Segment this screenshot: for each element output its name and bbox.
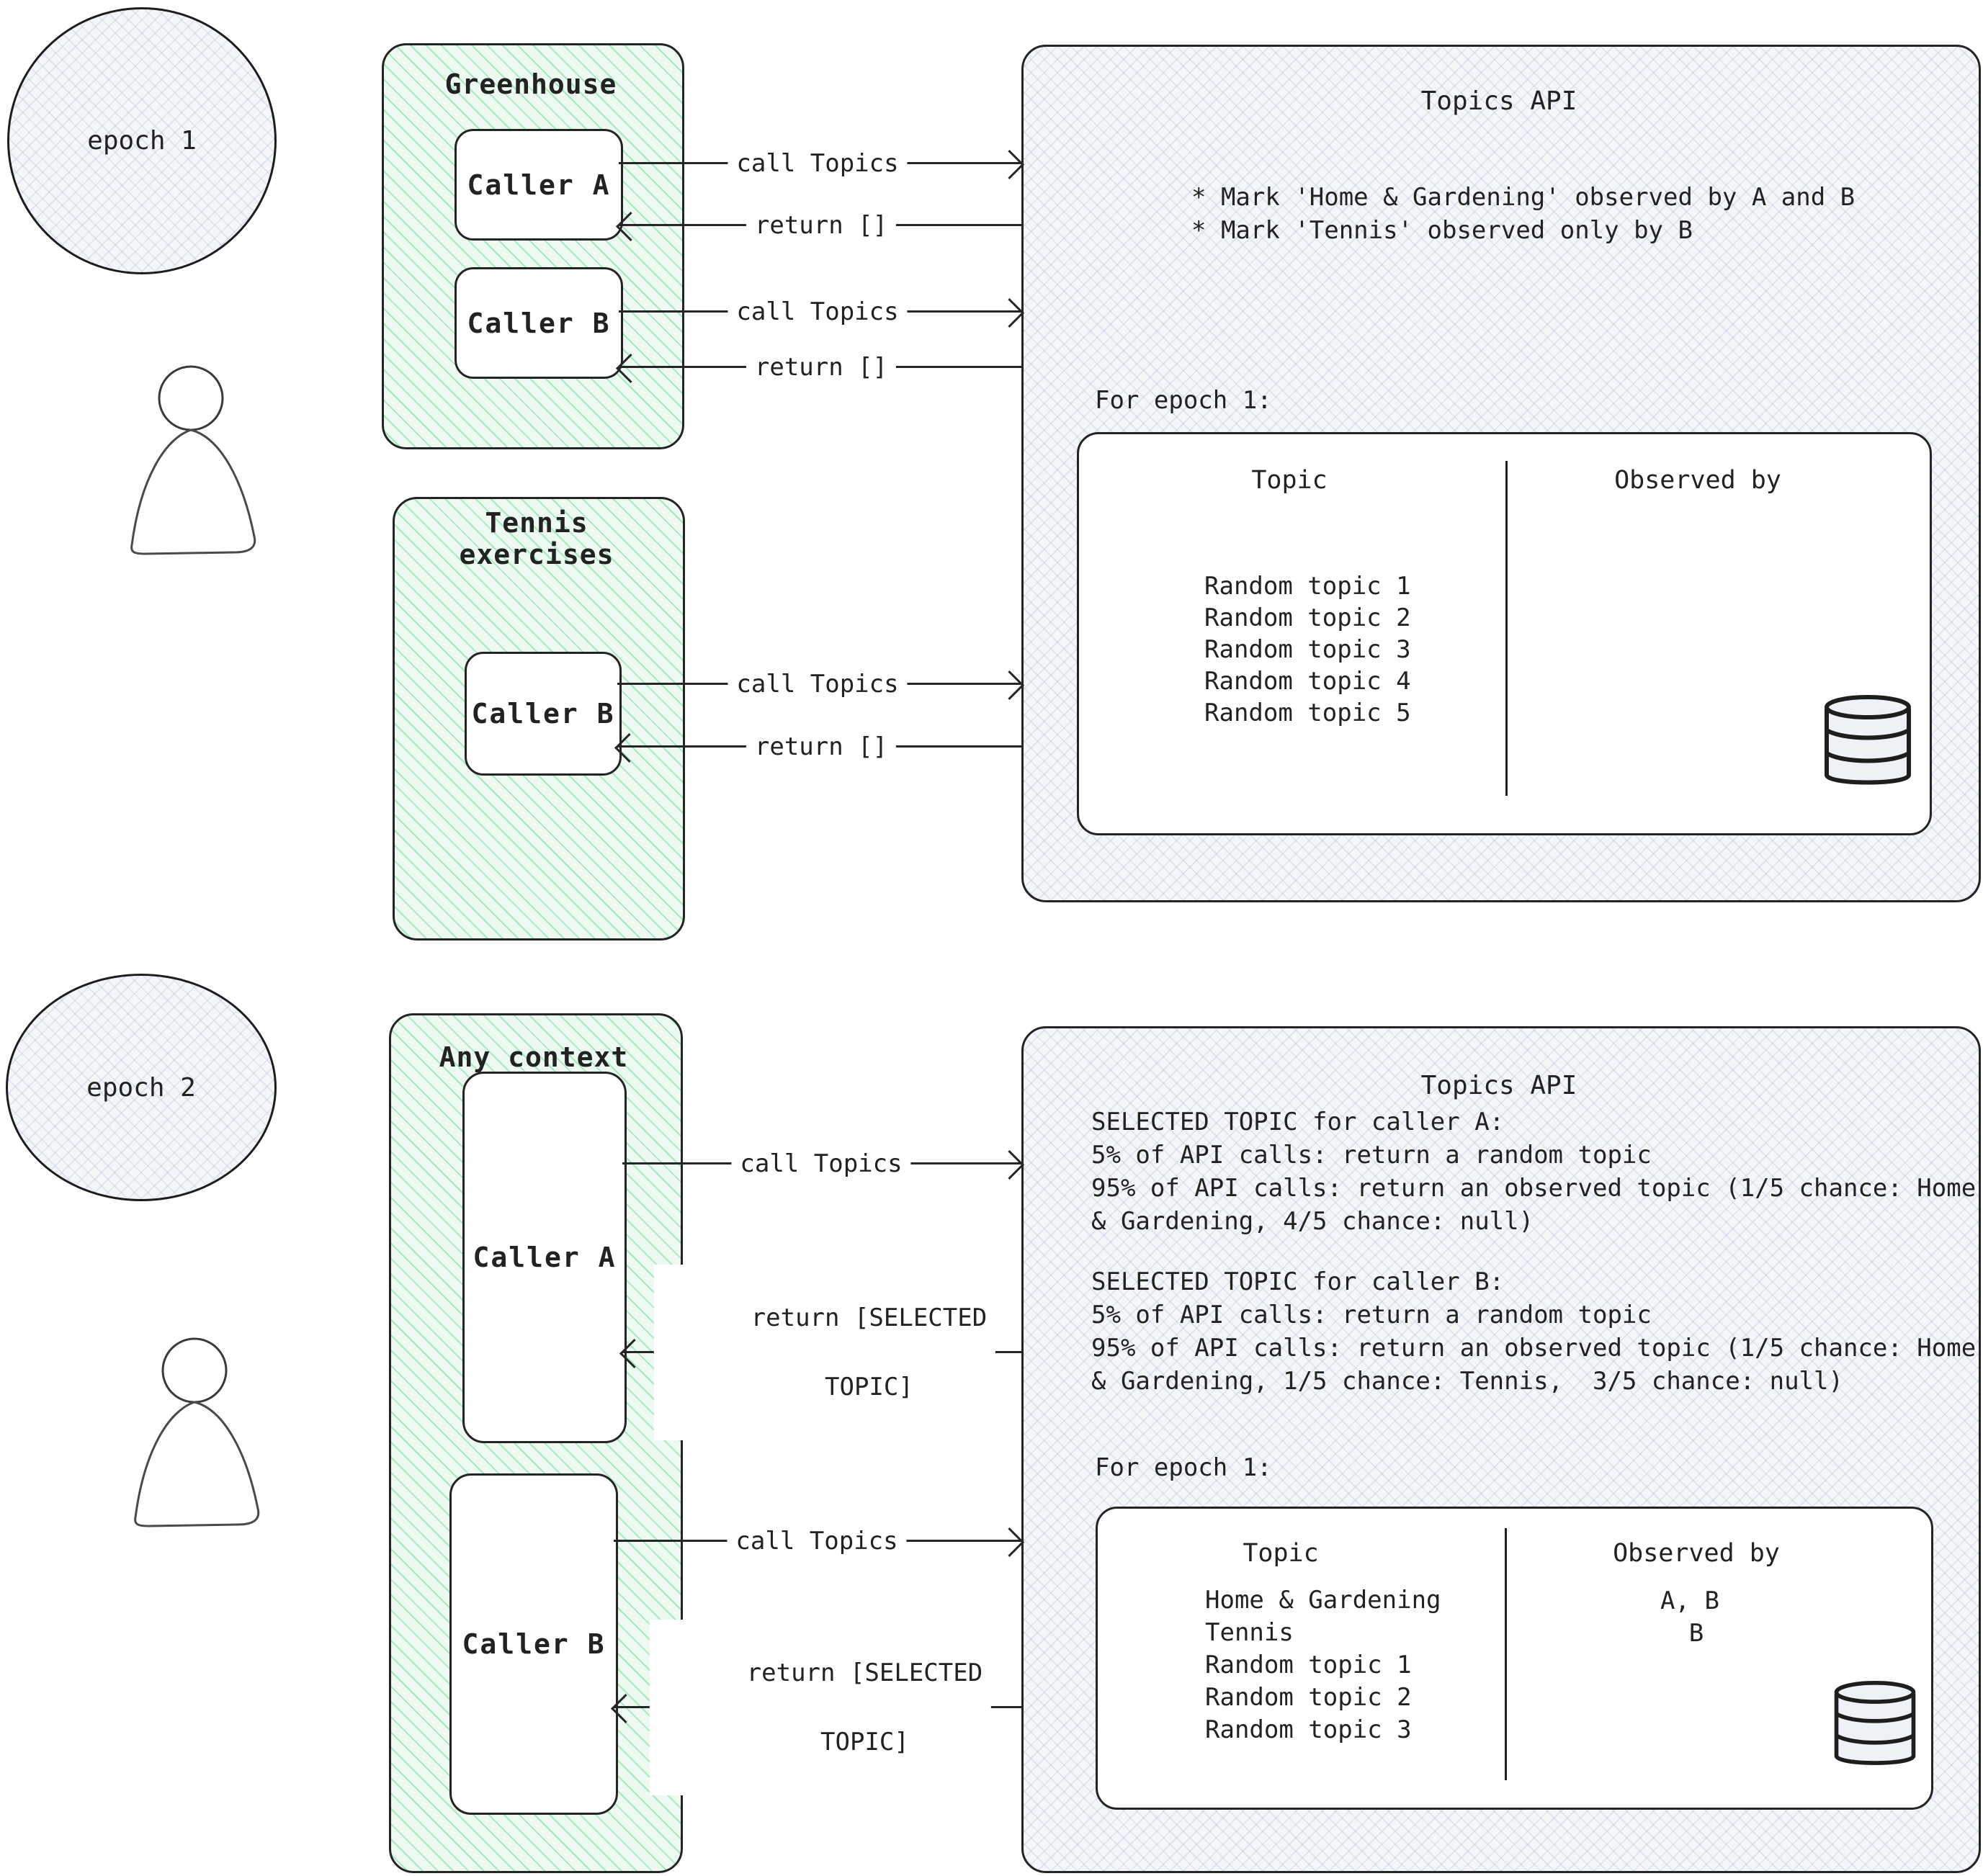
caller-a-label: Caller A (473, 1242, 617, 1273)
table-row: Random topic 2 (1204, 603, 1411, 632)
table-row: Random topic 1 (1204, 572, 1411, 601)
api-note-line: * Mark 'Tennis' observed only by B (1191, 216, 1693, 245)
arrow-label-line: TOPIC] (820, 1728, 909, 1756)
arrow-label: call Topics (731, 1145, 911, 1182)
arrow-return-b1: return [] (615, 349, 1021, 386)
api-selection-rules-b: SELECTED TOPIC for caller B: 5% of API c… (1091, 1265, 1976, 1398)
table-row: Random topic 4 (1204, 667, 1411, 696)
arrow-label: call Topics (728, 293, 908, 331)
greenhouse-title: Greenhouse (444, 68, 617, 100)
arrow-label: return [] (746, 207, 897, 244)
person-icon (122, 1336, 274, 1534)
epoch-heading-2: For epoch 1: (1095, 1453, 1272, 1482)
api-rule-line: & Gardening, 4/5 chance: null) (1091, 1207, 1534, 1236)
table-divider-1 (1505, 461, 1508, 796)
table-row: Random topic 2 (1205, 1683, 1412, 1712)
observed-value: B (1688, 1618, 1704, 1648)
arrow-label-line: TOPIC] (825, 1373, 913, 1401)
arrow-label-line: return [SELECTED (746, 1659, 983, 1687)
arrowhead-left-icon (610, 1693, 641, 1724)
arrow-return-selected-b: return [SELECTED TOPIC] (610, 1620, 1021, 1795)
arrow-label: return [SELECTED TOPIC] (649, 1620, 992, 1795)
person-icon (119, 364, 270, 562)
table-row: Tennis (1205, 1618, 1294, 1647)
arrowhead-right-icon (994, 1527, 1025, 1558)
tennis-exercises-title: Tennis exercises (460, 507, 614, 570)
arrow-return-a1: return [] (615, 207, 1021, 244)
epoch-2-circle: epoch 2 (6, 974, 277, 1201)
api-rule-line: 5% of API calls: return a random topic (1091, 1301, 1652, 1329)
arrowhead-right-icon (994, 149, 1025, 180)
any-context-title: Any context (439, 1041, 629, 1073)
arrowhead-left-icon (619, 1338, 650, 1369)
arrow-label: call Topics (728, 145, 908, 182)
caller-b-label: Caller B (467, 307, 611, 339)
api-rule-line: & Gardening, 1/5 chance: Tennis, 3/5 cha… (1091, 1367, 1843, 1396)
caller-b-tennis-box: Caller B (465, 652, 622, 776)
caller-a-label: Caller A (467, 169, 611, 201)
arrowhead-right-icon (994, 670, 1025, 701)
arrow-label: return [SELECTED TOPIC] (653, 1265, 996, 1440)
caller-a-box: Caller A (455, 129, 623, 241)
api-rule-line: SELECTED TOPIC for caller A: (1091, 1108, 1505, 1136)
arrow-call-topics-tennis: call Topics (617, 665, 1025, 703)
table-row: Random topic 3 (1204, 635, 1411, 664)
arrowhead-left-icon (615, 211, 646, 242)
arrow-return-tennis: return [] (614, 728, 1021, 766)
arrowhead-left-icon (614, 732, 645, 763)
arrow-label: return [] (746, 728, 897, 766)
table-observed-header-1: Observed by (1614, 466, 1781, 495)
api-rule-line: 95% of API calls: return an observed top… (1091, 1334, 1977, 1363)
arrow-label: call Topics (728, 665, 908, 703)
epoch-2-label: epoch 2 (86, 1072, 196, 1103)
api-rule-line: SELECTED TOPIC for caller B: (1091, 1267, 1505, 1296)
table-row: Random topic 5 (1204, 699, 1411, 727)
topics-api-title-2: Topics API (1420, 1070, 1577, 1100)
caller-b-box-2: Caller B (449, 1473, 618, 1815)
arrow-return-selected-a: return [SELECTED TOPIC] (619, 1265, 1021, 1440)
api-selection-rules-a: SELECTED TOPIC for caller A: 5% of API c… (1091, 1105, 1976, 1238)
api-notes-1: * Mark 'Home & Gardening' observed by A … (1191, 181, 1855, 247)
table-topic-rows-1: Random topic 1 Random topic 2 Random top… (1204, 570, 1411, 729)
arrowhead-left-icon (615, 353, 646, 384)
table-observed-header-2: Observed by (1613, 1539, 1780, 1568)
table-topic-rows-2: Home & Gardening Tennis Random topic 1 R… (1205, 1584, 1441, 1746)
table-row: Home & Gardening (1205, 1586, 1441, 1615)
caller-b-label: Caller B (462, 1628, 606, 1660)
table-divider-2 (1505, 1528, 1507, 1780)
epoch-table-2 (1096, 1507, 1933, 1810)
arrow-call-topics-b1: call Topics (619, 293, 1025, 331)
table-topic-header-2: Topic (1243, 1539, 1319, 1568)
epoch-table-1 (1077, 432, 1932, 835)
greenhouse-box (382, 43, 684, 449)
api-rule-line: 5% of API calls: return a random topic (1091, 1141, 1652, 1170)
api-note-line: * Mark 'Home & Gardening' observed by A … (1191, 183, 1856, 212)
arrow-call-topics-a1: call Topics (619, 145, 1025, 182)
arrowhead-right-icon (994, 1149, 1025, 1180)
arrow-call-topics-a2: call Topics (622, 1145, 1025, 1182)
arrow-label: return [] (746, 349, 897, 386)
table-row: Random topic 3 (1205, 1715, 1412, 1744)
arrowhead-right-icon (994, 297, 1025, 328)
caller-b-tennis-label: Caller B (471, 698, 615, 730)
topics-api-title-1: Topics API (1420, 86, 1577, 116)
table-topic-header-1: Topic (1251, 466, 1328, 495)
api-rule-line: 95% of API calls: return an observed top… (1091, 1174, 1977, 1203)
arrow-label-line: return [SELECTED (751, 1303, 988, 1332)
epoch-1-label: epoch 1 (87, 126, 197, 156)
epoch-1-circle: epoch 1 (7, 7, 277, 274)
database-icon (1831, 1678, 1919, 1772)
database-icon (1821, 693, 1915, 791)
observed-value: A, B (1660, 1586, 1719, 1615)
arrow-label: call Topics (727, 1522, 907, 1560)
arrow-call-topics-b2: call Topics (614, 1522, 1025, 1560)
table-row: Random topic 1 (1205, 1651, 1412, 1679)
epoch-heading-1: For epoch 1: (1095, 386, 1272, 415)
caller-a-box-2: Caller A (462, 1072, 627, 1443)
caller-b-box: Caller B (455, 267, 623, 379)
